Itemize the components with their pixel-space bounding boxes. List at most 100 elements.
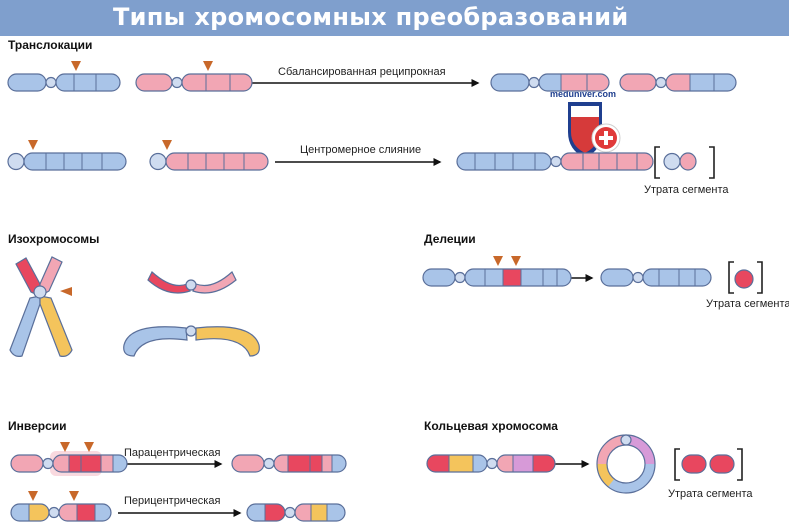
marker-para-1 (60, 442, 70, 452)
chrom-pink-1 (135, 73, 253, 92)
chrom-para-source-outline (52, 454, 128, 473)
chrom-fusion (456, 152, 654, 171)
chrom-result-blue-pink-centromere (528, 76, 540, 89)
chrom-para-source-band (113, 455, 127, 472)
chrom-result-blue-pink-arm-0 (491, 74, 529, 91)
chrom-ring-source-band (497, 455, 513, 472)
chrom-ring-fragment-right-arm-0 (710, 455, 734, 473)
marker-para-2 (84, 442, 94, 452)
chrom-pink-1-band (136, 74, 172, 91)
chrom-blue-1-centromere (45, 76, 57, 89)
chrom-fusion-arm-0 (457, 153, 551, 170)
chrom-para-result-band (232, 455, 264, 472)
chrom-deletion-source-band (557, 269, 571, 286)
chrom-pink-1-band (182, 74, 206, 91)
section-ring-title: Кольцевая хромосома (424, 419, 558, 433)
chrom-deletion-result-band (601, 269, 633, 286)
chrom-para-result-band (332, 455, 346, 472)
label-pericentric: Перицентрическая (124, 495, 220, 507)
chrom-result-pink-blue (619, 73, 737, 92)
iso-x-arm-blue (9, 295, 41, 357)
chrom-pink-acro-band (188, 153, 206, 170)
chrom-para-source-arm-0 (11, 455, 43, 472)
marker-deletion-2 (511, 256, 521, 266)
label-loss-centric: Утрата сегмента (644, 184, 729, 196)
chrom-peri-result (246, 503, 346, 522)
chrom-blue-acro-band (24, 153, 46, 170)
chrom-ring-source (426, 454, 556, 473)
marker-peri-2 (69, 491, 79, 501)
chrom-peri-source-band (59, 504, 77, 521)
chrom-deletion-source-outline (464, 268, 572, 287)
chrom-blue-acro-band (46, 153, 64, 170)
chrom-blue-acro-band (102, 153, 126, 170)
chrom-ring-fragment-right-outline (709, 454, 735, 474)
chrom-fusion-band (495, 153, 513, 170)
chrom-peri-source-band (11, 504, 29, 521)
chrom-deletion-source (422, 268, 572, 287)
chrom-peri-result-band (311, 504, 327, 521)
chrom-peri-source-arm-2 (59, 504, 111, 521)
section-isochromosomes-title: Изохромосомы (8, 232, 99, 246)
chrom-ring-fragment-left-outline (681, 454, 707, 474)
chrom-ring-source-centromere (486, 457, 498, 470)
chrom-deletion-source-band (465, 269, 485, 286)
linear-chromosomes (7, 73, 754, 522)
chrom-para-source-centromere (42, 457, 54, 470)
section-translocations-title: Транслокации (8, 38, 92, 52)
chrom-fusion-centromere (550, 155, 562, 168)
chrom-deletion-source-centromere (454, 271, 466, 284)
chrom-pink-1-band (206, 74, 230, 91)
chrom-fusion-band (457, 153, 475, 170)
chrom-para-source (10, 451, 128, 476)
chrom-pink-acro-arm-1 (166, 153, 268, 170)
section-deletions-title: Делеции (424, 232, 476, 246)
chrom-deletion-source-band (503, 269, 521, 286)
chrom-ring-fragment-left-arm-0 (682, 455, 706, 473)
chrom-deleted-fragment-outline (734, 269, 754, 289)
chrom-blue-acro (7, 152, 127, 171)
chrom-blue-1 (7, 73, 121, 92)
title-banner: Типы хромосомных преобразований (0, 0, 789, 36)
iso-x-centromere (33, 285, 47, 299)
isochromosome-x-shape (9, 256, 73, 357)
chrom-result-pink-blue-band (666, 74, 690, 91)
page-title: Типы хромосомных преобразований (113, 3, 629, 31)
chrom-para-source-band (81, 455, 101, 472)
chrom-pink-acro-band (244, 153, 268, 170)
bracket-right-deletion (757, 261, 763, 294)
chrom-peri-source (10, 503, 112, 522)
label-paracentric: Парацентрическая (124, 447, 220, 459)
chrom-deletion-result-band (659, 269, 679, 286)
chrom-para-source-arm-2 (53, 455, 127, 472)
chrom-ring-fragment-left (681, 454, 707, 474)
chrom-ring-source-band (427, 455, 449, 472)
bracket-right-centric (709, 146, 715, 179)
chrom-ring-fragment-right-band (710, 455, 734, 473)
chrom-deletion-result-arm-0 (601, 269, 633, 286)
bracket-left-ring (674, 448, 680, 481)
chrom-peri-result-centromere (284, 506, 296, 519)
chrom-para-result-band (310, 455, 322, 472)
chrom-deletion-result-centromere (632, 271, 644, 284)
chrom-deletion-source-arm-0 (423, 269, 455, 286)
chrom-blue-acro-outline (23, 152, 127, 171)
chrom-result-blue-pink-outline (538, 73, 610, 92)
label-loss-deletion: Утрата сегмента (706, 298, 789, 310)
chrom-ring-source-arm-2 (497, 455, 555, 472)
chrom-ring-source-band (449, 455, 473, 472)
chrom-para-result (231, 454, 347, 473)
chrom-pink-1-outline (181, 73, 253, 92)
chrom-deletion-result (600, 268, 712, 287)
chrom-peri-source-band (77, 504, 95, 521)
label-centric-fusion: Центромерное слияние (300, 144, 421, 156)
chrom-ring-fragment-right (709, 454, 735, 474)
chrom-lost-small-band (680, 153, 696, 170)
chrom-peri-source-outline (58, 503, 112, 522)
marker-blue-1 (71, 61, 81, 71)
chrom-pink-1-band (230, 74, 252, 91)
chrom-blue-acro-band (82, 153, 102, 170)
ring-segment-yellow (597, 463, 615, 487)
